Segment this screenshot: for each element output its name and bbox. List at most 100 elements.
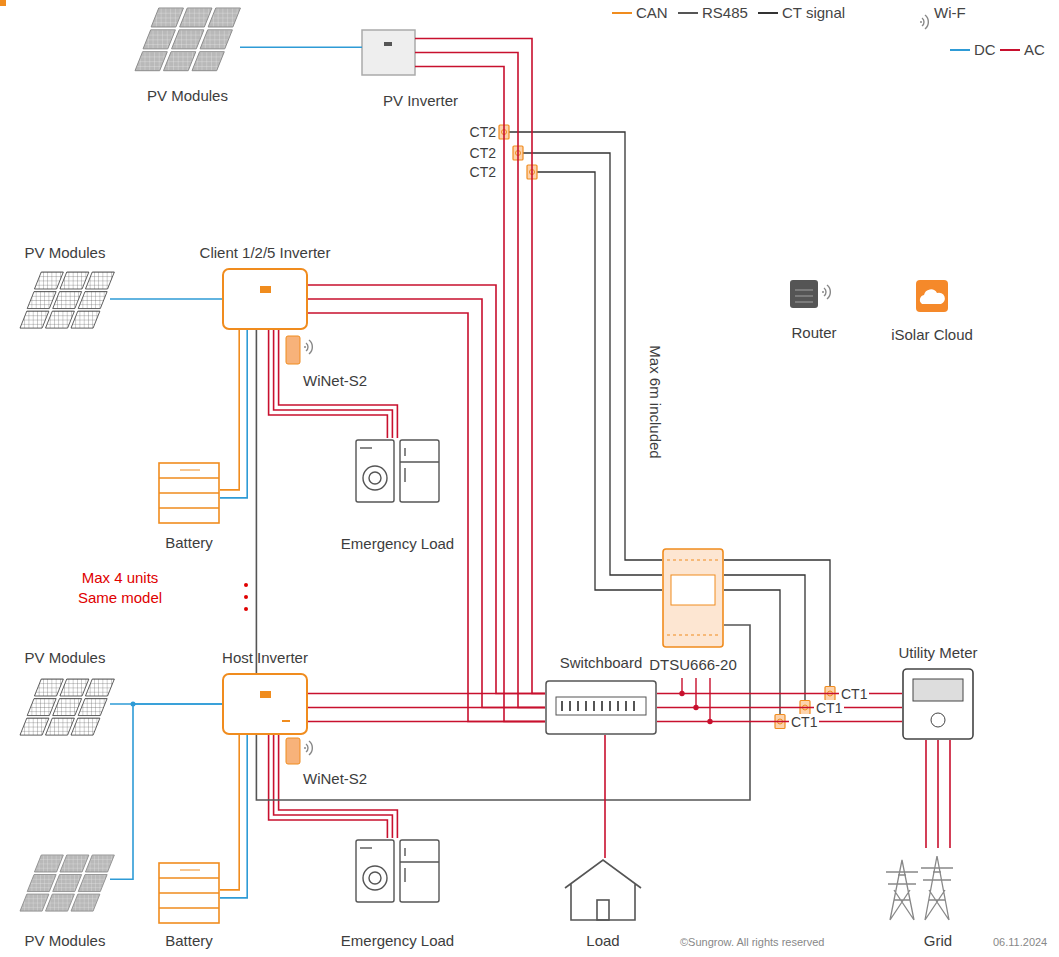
wire-line [925, 740, 927, 848]
device-node: Load [563, 858, 643, 922]
switchboard-icon [546, 681, 656, 734]
router-icon [822, 285, 830, 299]
wire-line [220, 735, 247, 898]
emergency-load-icon [369, 872, 381, 884]
device-label: Battery [165, 932, 213, 950]
house-icon [565, 860, 641, 920]
device-label: PV Modules [25, 244, 106, 262]
device-node: Switchboard [545, 680, 657, 735]
wire-connector [110, 299, 222, 300]
wire-line [220, 330, 239, 490]
ct-signal-wire [724, 560, 830, 686]
continuation-dots [244, 607, 248, 611]
router-icon [790, 280, 818, 308]
wire-line [220, 735, 239, 890]
device-node: PV Modules [20, 268, 110, 340]
ct-signal-wire [724, 590, 780, 714]
device-label: Emergency Load [341, 535, 454, 553]
legend-item: DC [950, 41, 996, 59]
device-label: Router [791, 324, 836, 342]
house-icon [565, 860, 641, 920]
legend-item: CT signal [758, 4, 845, 22]
annotation-label: ©Sungrow. All rights reserved [680, 934, 824, 950]
wire-line [279, 330, 398, 438]
legend-item: RS485 [678, 4, 748, 22]
device-node: PV Modules [20, 675, 110, 745]
device-node: PV Inverter [362, 30, 415, 75]
device-label: PV Inverter [383, 92, 458, 110]
emergency-load-icon [400, 848, 439, 882]
pv-inverter-icon [384, 42, 392, 46]
battery-icon [159, 463, 219, 523]
winet-dongle-icon [286, 336, 300, 364]
switchboard-icon [556, 697, 646, 715]
emergency-load-icon [360, 847, 372, 848]
pv-modules-icon [20, 8, 240, 911]
wire-connector [605, 735, 606, 858]
device-node: Grid [880, 848, 960, 920]
energy-meter-icon [671, 575, 715, 605]
wire-line [415, 53, 545, 708]
wire-line [110, 298, 222, 300]
device-node: Router [790, 280, 818, 308]
energy-meter-icon [667, 560, 719, 635]
battery-icon [159, 863, 219, 923]
wire-line [274, 330, 393, 438]
emergency-load-icon [363, 866, 387, 890]
device-label: Emergency Load [341, 932, 454, 950]
device-label: WiNet-S2 [303, 770, 367, 788]
wire-connector [415, 39, 545, 722]
device-label: PV Modules [147, 87, 228, 105]
legend-item: CAN [612, 4, 668, 22]
pv-modules-icon [20, 855, 114, 911]
device-label: Battery [165, 534, 213, 552]
emergency-load-icon [363, 466, 387, 490]
annotation-label: Same model [78, 590, 162, 606]
wire-connector [269, 330, 398, 438]
wire-line [240, 46, 362, 48]
wire-line [279, 735, 398, 838]
continuation-dots [244, 583, 248, 587]
legend-swatch [950, 49, 970, 51]
legend-item: Wi-F [934, 4, 966, 22]
hybrid-inverter-icon [223, 674, 307, 734]
annotation-label: 06.11.2024 [993, 934, 1047, 950]
wire-connector [240, 47, 362, 48]
cloud-icon [916, 280, 948, 312]
device-label: Host Inverter [222, 649, 308, 667]
legend-wifi-symbol [920, 15, 928, 29]
annotation-label: Max 6m included [647, 345, 663, 458]
wire-line [415, 39, 545, 694]
device-node: Emergency Load [355, 438, 440, 503]
emergency-load-icon [356, 440, 394, 502]
pv-modules-icon [20, 272, 114, 328]
wire-connector [220, 330, 247, 498]
hybrid-inverter-icon [282, 720, 290, 722]
device-node: Battery [158, 462, 220, 524]
device-label: PV Modules [25, 649, 106, 667]
device-node: PV Modules [135, 5, 240, 73]
router-icon [795, 290, 813, 302]
device-label: Switchboard [560, 654, 643, 672]
annotation-label: CT1 [789, 714, 819, 730]
wire-connector [308, 285, 545, 722]
legend-swatch [612, 12, 632, 14]
voltage-sense-wire [680, 678, 712, 724]
wire-connector [110, 704, 222, 879]
device-node: Client 1/2/5 Inverter [222, 268, 308, 330]
device-label: Utility Meter [898, 644, 977, 662]
ct-sensor [499, 125, 835, 729]
device-node: DTSU666-20 [662, 548, 724, 648]
emergency-load-icon [400, 440, 439, 502]
device-label: Grid [924, 932, 952, 950]
energy-meter-icon [663, 549, 723, 647]
voltage-sense-wire [682, 678, 710, 722]
wire-line [269, 735, 388, 838]
switchboard-icon [546, 681, 656, 734]
continuation-dots [244, 595, 248, 599]
winet-dongle-icon [304, 340, 312, 354]
pylon-icon [921, 856, 953, 920]
hybrid-inverter-icon [260, 286, 271, 293]
device-node: iSolar Cloud [916, 280, 948, 312]
wire-line [274, 735, 393, 838]
